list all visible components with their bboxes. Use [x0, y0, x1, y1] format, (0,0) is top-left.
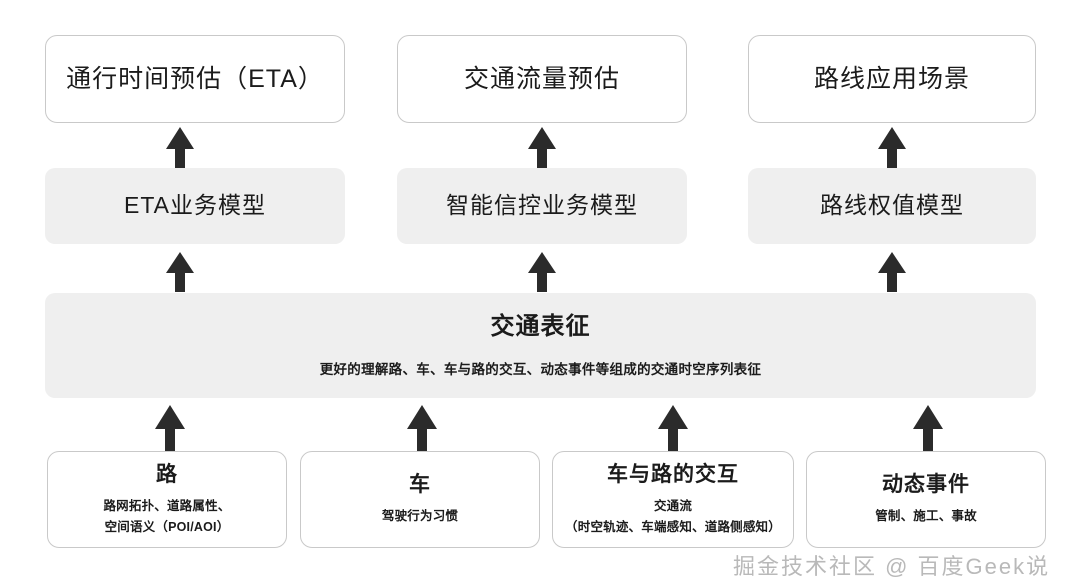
application-card-traffic-flow-title: 交通流量预估: [463, 65, 620, 93]
arrow-up-representation-to-eta-model: [163, 252, 197, 292]
source-card-vehicle-road-interaction-subtitle: 交通流 （时空轨迹、车端感知、道路侧感知）: [565, 498, 781, 534]
source-card-dynamic-events-title: 动态事件: [882, 473, 970, 497]
watermark: 掘金技术社区 @ 百度Geek说: [733, 554, 1051, 579]
source-card-vehicle: 车 驾驶行为习惯: [300, 451, 540, 548]
source-card-road: 路 路网拓扑、道路属性、 空间语义（POI/AOI）: [47, 451, 287, 548]
arrow-up-vehicle-to-representation: [404, 405, 440, 451]
business-model-card-signal-control-title: 智能信控业务模型: [446, 192, 638, 219]
arrow-up-signal-model-to-flow: [525, 127, 559, 171]
application-card-eta-title: 通行时间预估（ETA）: [66, 65, 324, 93]
business-model-card-route-weight-title: 路线权值模型: [820, 192, 964, 219]
business-model-card-signal-control: 智能信控业务模型: [397, 168, 687, 244]
source-card-vehicle-title: 车: [409, 473, 431, 497]
source-card-dynamic-events-subtitle: 管制、施工、事故: [875, 509, 977, 524]
arrow-up-interaction-to-representation: [655, 405, 691, 451]
application-card-traffic-flow: 交通流量预估: [397, 35, 687, 123]
source-card-vehicle-subtitle: 驾驶行为习惯: [381, 509, 459, 524]
arrow-up-representation-to-weight-model: [875, 252, 909, 292]
arrow-up-dynamic-event-to-representation: [910, 405, 946, 451]
arrow-up-weight-model-to-route: [875, 127, 909, 171]
arrow-up-eta-model-to-eta: [163, 127, 197, 171]
source-card-road-subtitle: 路网拓扑、道路属性、 空间语义（POI/AOI）: [103, 498, 231, 534]
arrow-up-road-to-representation: [152, 405, 188, 451]
source-card-vehicle-road-interaction-title: 车与路的交互: [607, 462, 739, 486]
traffic-representation-subtitle: 更好的理解路、车、车与路的交互、动态事件等组成的交通时空序列表征: [319, 361, 762, 377]
source-card-dynamic-events: 动态事件 管制、施工、事故: [806, 451, 1046, 548]
application-card-route-scenario: 路线应用场景: [748, 35, 1036, 123]
traffic-representation-title: 交通表征: [490, 313, 591, 341]
business-model-card-eta: ETA业务模型: [45, 168, 345, 244]
source-card-vehicle-road-interaction: 车与路的交互 交通流 （时空轨迹、车端感知、道路侧感知）: [552, 451, 794, 548]
application-card-route-scenario-title: 路线应用场景: [813, 65, 970, 93]
application-card-eta: 通行时间预估（ETA）: [45, 35, 345, 123]
business-model-card-eta-title: ETA业务模型: [123, 192, 267, 219]
arrow-up-representation-to-signal-model: [525, 252, 559, 292]
source-card-road-title: 路: [156, 462, 178, 486]
traffic-representation-block: 交通表征 更好的理解路、车、车与路的交互、动态事件等组成的交通时空序列表征: [45, 293, 1036, 398]
business-model-card-route-weight: 路线权值模型: [748, 168, 1036, 244]
